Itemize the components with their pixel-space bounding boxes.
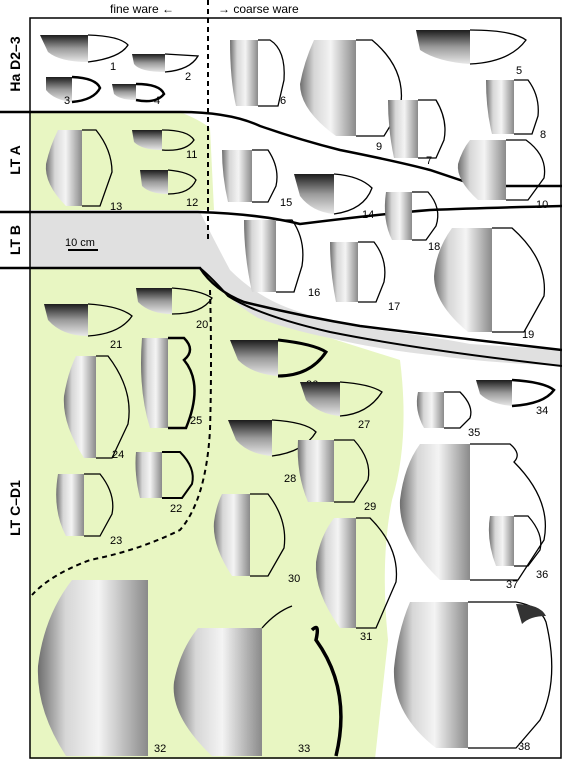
vessel-31: 31 xyxy=(315,517,398,643)
svg-text:27: 27 xyxy=(358,419,370,431)
svg-text:24: 24 xyxy=(112,449,124,461)
svg-text:37: 37 xyxy=(506,579,518,591)
svg-text:9: 9 xyxy=(376,141,382,153)
transition-band xyxy=(30,212,562,366)
vessel-38: 38 xyxy=(393,601,553,753)
vessel-8: 8 xyxy=(486,79,546,141)
vessel-36: 36 xyxy=(488,515,548,581)
vessel-24: 24 xyxy=(63,355,130,461)
vessel-33: 33 xyxy=(173,605,343,757)
vessel-14: 14 xyxy=(294,173,374,221)
vessel-12: 12 xyxy=(140,169,198,209)
boundary-hab-lta xyxy=(0,110,562,188)
svg-text:38: 38 xyxy=(518,741,530,753)
vessel-13: 13 xyxy=(45,129,122,213)
vessel-27: 27 xyxy=(300,381,383,431)
vessel-6: 6 xyxy=(230,39,286,107)
svg-text:18: 18 xyxy=(428,241,440,253)
vessel-19: 19 xyxy=(434,227,546,341)
svg-text:20: 20 xyxy=(196,319,208,331)
svg-text:19: 19 xyxy=(522,329,534,341)
svg-text:28: 28 xyxy=(284,473,296,485)
svg-text:10: 10 xyxy=(536,199,548,211)
vessel-5: 5 xyxy=(416,29,527,77)
vessel-30: 30 xyxy=(213,493,300,585)
svg-text:22: 22 xyxy=(170,503,182,515)
ware-separator-dashed-lower xyxy=(31,289,212,596)
svg-text:8: 8 xyxy=(540,129,546,141)
svg-text:12: 12 xyxy=(186,197,198,209)
vessel-1: 1 xyxy=(40,34,129,73)
svg-text:33: 33 xyxy=(298,743,310,755)
vessel-29: 29 xyxy=(297,439,376,513)
svg-text:16: 16 xyxy=(308,287,320,299)
svg-text:11: 11 xyxy=(186,149,197,161)
vessel-9: 9 xyxy=(300,39,403,153)
vessel-37: 37 xyxy=(399,443,547,591)
svg-text:7: 7 xyxy=(426,155,432,167)
scale-label: 10 cm xyxy=(65,237,95,249)
fine-ware-label: fine ware ← xyxy=(110,2,175,16)
svg-text:13: 13 xyxy=(110,201,122,213)
svg-text:17: 17 xyxy=(388,301,400,313)
vessel-3: 3 xyxy=(46,75,102,107)
svg-text:30: 30 xyxy=(288,573,300,585)
svg-text:29: 29 xyxy=(364,501,376,513)
vessel-2: 2 xyxy=(132,53,200,83)
vessel-18: 18 xyxy=(384,191,440,253)
period-label-lt-c-d1: LT C–D1 xyxy=(7,480,23,536)
svg-text:32: 32 xyxy=(154,743,166,755)
vessel-25: 25 xyxy=(141,336,202,430)
svg-text:1: 1 xyxy=(110,61,116,73)
vessel-11: 11 xyxy=(132,129,197,161)
period-label-lt-b: LT B xyxy=(7,224,23,256)
vessel-7: 7 xyxy=(388,99,446,167)
figure-frame xyxy=(29,17,562,759)
vessel-28: 28 xyxy=(228,419,317,485)
svg-text:15: 15 xyxy=(280,197,292,209)
period-label-ha-d2-3: Ha D2–3 xyxy=(7,36,23,92)
svg-text:35: 35 xyxy=(468,427,480,439)
vessel-20: 20 xyxy=(136,287,213,331)
vessel-32: 32 xyxy=(37,580,166,756)
vessel-4: 4 xyxy=(112,82,166,107)
period-label-lt-a: LT A xyxy=(7,145,23,175)
svg-text:34: 34 xyxy=(536,405,548,417)
svg-text:25: 25 xyxy=(190,415,202,427)
svg-text:21: 21 xyxy=(110,339,122,351)
vessel-23: 23 xyxy=(56,473,122,547)
svg-text:6: 6 xyxy=(280,95,286,107)
vessel-17: 17 xyxy=(330,241,400,313)
svg-text:14: 14 xyxy=(362,209,374,221)
vessel-34: 34 xyxy=(476,378,556,417)
boundary-ltb-ltcd-lower xyxy=(199,267,562,367)
vessel-22: 22 xyxy=(135,451,194,515)
svg-text:23: 23 xyxy=(110,535,122,547)
vessel-21: 21 xyxy=(44,303,133,351)
svg-text:3: 3 xyxy=(64,95,70,107)
vessel-10: 10 xyxy=(457,139,548,211)
boundary-lta-ltb xyxy=(0,204,562,226)
vessel-35: 35 xyxy=(416,391,480,439)
svg-text:4: 4 xyxy=(154,95,160,107)
vessel-16: 16 xyxy=(244,219,320,299)
svg-text:2: 2 xyxy=(185,71,191,83)
svg-text:5: 5 xyxy=(516,65,522,77)
vessel-15: 15 xyxy=(222,149,292,209)
svg-text:31: 31 xyxy=(360,631,372,643)
svg-text:36: 36 xyxy=(536,569,548,581)
coarse-ware-label: → coarse ware xyxy=(218,2,299,16)
